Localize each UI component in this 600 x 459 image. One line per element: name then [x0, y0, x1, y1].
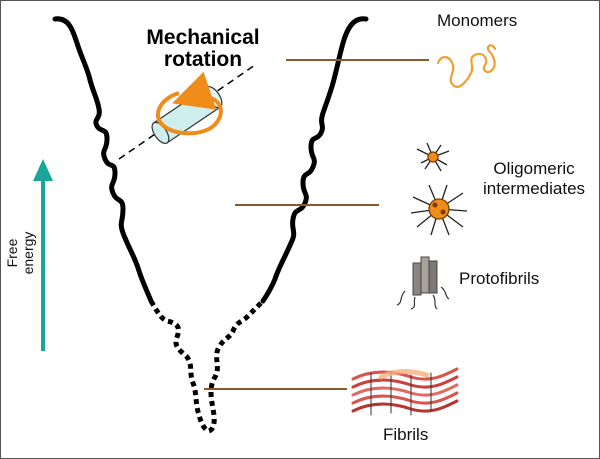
oligomeric-intermediates-label: Oligomeric intermediates — [483, 159, 585, 198]
funnel-left-solid — [52, 16, 154, 304]
small-oligomer-icon — [416, 142, 450, 172]
protofibrils-label: Protofibrils — [459, 269, 540, 288]
free-energy-label: Free energy — [4, 231, 36, 275]
monomer-squiggle-icon — [436, 44, 497, 88]
monomers-label: Monomers — [437, 11, 518, 30]
title-line-1: Mechanical — [146, 26, 260, 49]
fibril-icon — [351, 367, 459, 416]
mechanical-rotation-title: Mechanical rotation — [123, 26, 283, 72]
funnel-right-solid — [260, 16, 369, 304]
title-line-2: rotation — [163, 48, 243, 72]
free-energy-arrowhead — [33, 159, 53, 181]
fibrils-label: Fibrils — [383, 425, 429, 444]
funnel-bottom-dotted — [148, 299, 265, 434]
oligomeric-line-1: Oligomeric — [493, 159, 575, 178]
rotation-axis-line — [118, 64, 256, 160]
oligomeric-line-2: intermediates — [483, 178, 586, 198]
rotation-arrow-icon — [156, 71, 223, 136]
protofibril-icon — [396, 256, 450, 310]
large-oligomer-icon — [410, 184, 468, 236]
cylinder-icon — [151, 86, 223, 144]
